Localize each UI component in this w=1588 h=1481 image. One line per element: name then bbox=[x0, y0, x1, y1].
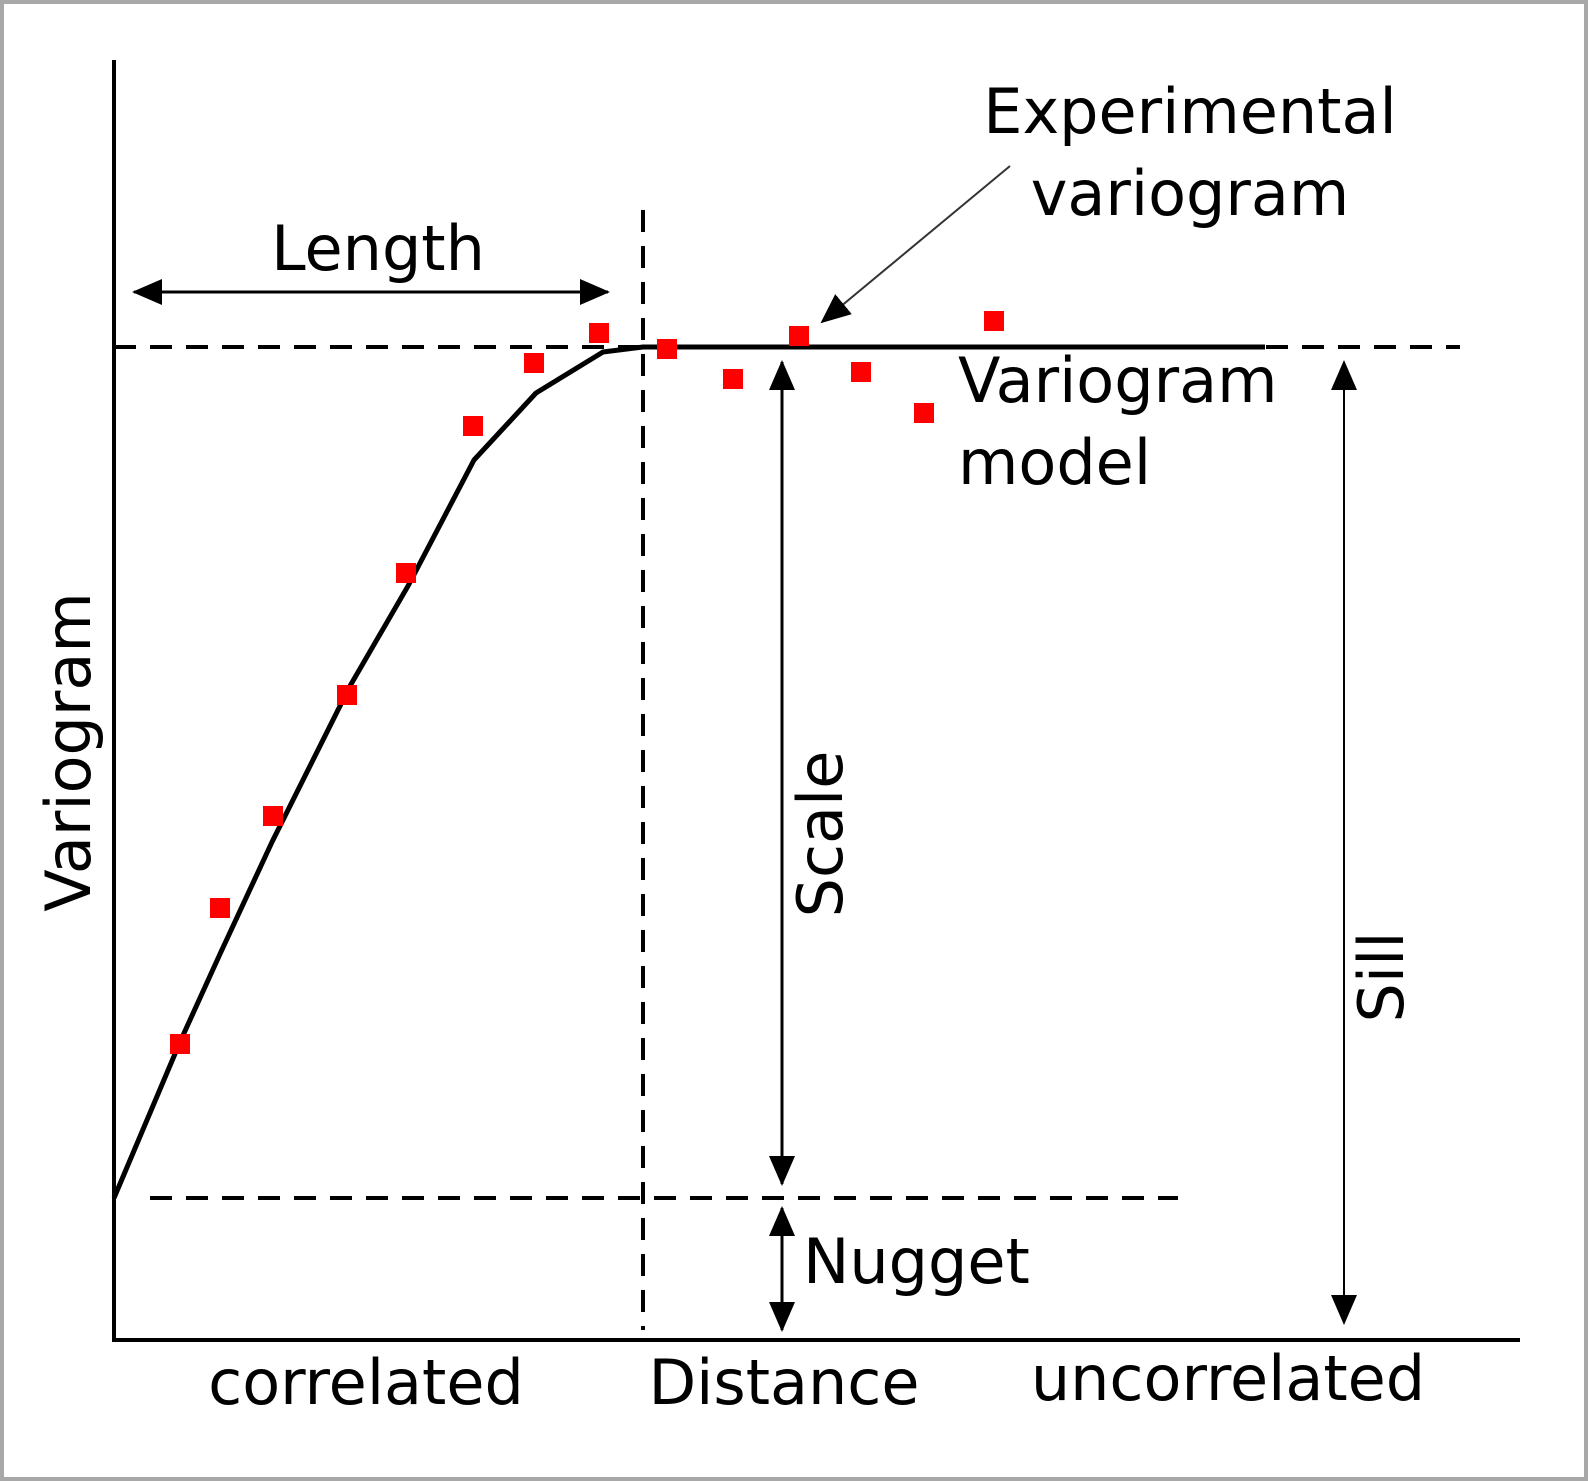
experimental-callout-arrow bbox=[820, 165, 1011, 324]
x-axis-label-uncorrelated: uncorrelated bbox=[1031, 1342, 1425, 1415]
x-axis-label-distance: Distance bbox=[648, 1346, 919, 1419]
experimental-label-line2: variogram bbox=[1031, 157, 1350, 230]
experimental-point bbox=[984, 311, 1004, 331]
model-label-line2: model bbox=[958, 426, 1151, 499]
experimental-point bbox=[210, 898, 230, 918]
experimental-point bbox=[170, 1034, 190, 1054]
experimental-point bbox=[723, 369, 743, 389]
experimental-point bbox=[524, 353, 544, 373]
sill-label: Sill bbox=[1345, 931, 1418, 1022]
experimental-label-line1: Experimental bbox=[983, 75, 1396, 148]
experimental-point bbox=[851, 362, 871, 382]
experimental-point bbox=[914, 403, 934, 423]
variogram-model-curve bbox=[111, 344, 1265, 1199]
nugget-label: Nugget bbox=[803, 1225, 1030, 1298]
experimental-point bbox=[263, 806, 283, 826]
experimental-point bbox=[789, 326, 809, 346]
experimental-point bbox=[396, 563, 416, 583]
length-label: Length bbox=[271, 212, 485, 285]
experimental-points bbox=[170, 311, 1004, 1054]
model-label-line1: Variogram bbox=[958, 344, 1277, 417]
x-axis-label-correlated: correlated bbox=[208, 1346, 524, 1419]
y-axis-label: Variogram bbox=[32, 592, 105, 911]
scale-label: Scale bbox=[784, 751, 857, 918]
experimental-point bbox=[589, 323, 609, 343]
experimental-point bbox=[463, 416, 483, 436]
experimental-point bbox=[337, 685, 357, 705]
experimental-point bbox=[657, 339, 677, 359]
